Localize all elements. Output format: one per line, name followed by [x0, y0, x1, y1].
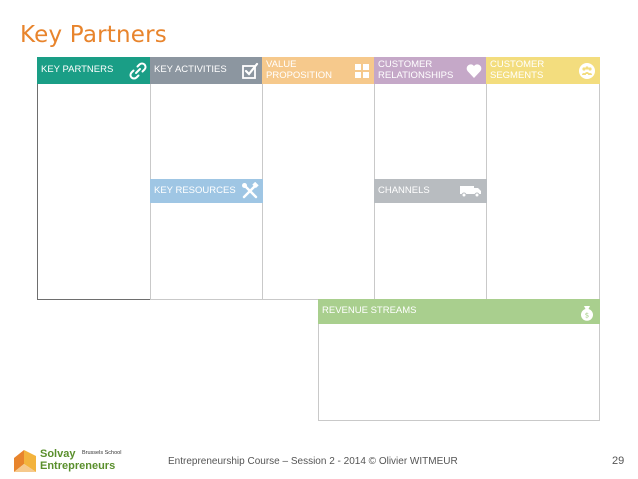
key-partners-box [37, 57, 151, 300]
customer-relationships-header: CUSTOMER RELATIONSHIPS [374, 57, 487, 84]
logo-line-2: Entrepreneurs [40, 460, 116, 472]
slide-title: Key Partners [20, 22, 167, 48]
link-icon [129, 61, 147, 80]
customer-segments-label: CUSTOMER SEGMENTS [490, 59, 545, 81]
key-partners-header: KEY PARTNERS [37, 57, 151, 84]
customer-segments-header: CUSTOMER SEGMENTS [486, 57, 600, 84]
checkbox-icon [241, 62, 259, 80]
channels-header: CHANNELS [374, 179, 487, 203]
key-resources-header: KEY RESOURCES [150, 179, 263, 203]
tools-icon [241, 182, 259, 200]
value-proposition-label: VALUE PROPOSITION [266, 59, 332, 81]
logo-school: Brussels School [82, 450, 122, 456]
revenue-streams-label: REVENUE STREAMS [322, 305, 417, 317]
money-bag-icon: $ [578, 303, 596, 321]
gift-icon [353, 62, 371, 80]
heart-icon [465, 62, 483, 80]
customer-segments-box [486, 57, 600, 300]
customer-relationships-label: CUSTOMER RELATIONSHIPS [378, 59, 454, 81]
value-proposition-box [262, 57, 375, 300]
svg-text:$: $ [585, 311, 589, 319]
page-number: 29 [612, 455, 625, 467]
solvay-entrepreneurs-logo: Solvay Brussels School Entrepreneurs [12, 447, 132, 475]
truck-icon [459, 182, 483, 200]
key-partners-label: KEY PARTNERS [41, 64, 114, 76]
revenue-streams-header: REVENUE STREAMS $ [318, 299, 600, 324]
key-activities-header: KEY ACTIVITIES [150, 57, 263, 84]
footer-text: Entrepreneurship Course – Session 2 - 20… [168, 456, 458, 467]
logo-line-1: Solvay [40, 448, 76, 460]
value-proposition-header: VALUE PROPOSITION [262, 57, 375, 84]
key-activities-label: KEY ACTIVITIES [154, 64, 227, 76]
people-icon [578, 62, 596, 80]
key-resources-label: KEY RESOURCES [154, 184, 236, 196]
channels-label: CHANNELS [378, 184, 430, 196]
